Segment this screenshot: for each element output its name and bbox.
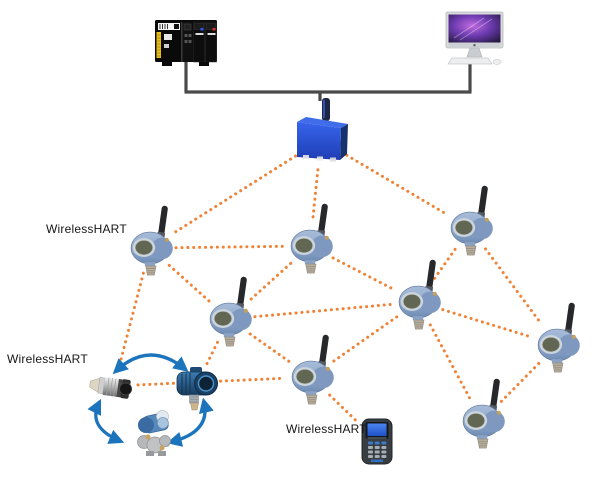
cycle-arrow-right: [166, 397, 214, 447]
cycle-arrow-left: [87, 398, 125, 444]
wirelesshart-label-handheld: WirelessHART: [286, 422, 367, 436]
wireless-adapter-cylinder: [89, 377, 133, 399]
mesh-link-gateway-transmitter-left: [170, 154, 298, 236]
wirelesshart-label-bottom: WirelessHART: [7, 352, 88, 366]
transmitter-left: [130, 204, 174, 276]
mesh-link-transmitter-bottom-middle-handheld-communicator: [328, 393, 357, 422]
wireless-gateway: [297, 98, 348, 162]
handheld-communicator: [361, 418, 393, 465]
mesh-link-transmitter-left-transmitter-mid-left: [167, 263, 212, 304]
mesh-link-transmitter-right-transmitter-bottom-right: [498, 362, 541, 404]
mesh-link-transmitter-top-right-transmitter-right: [484, 247, 543, 326]
cycle-arrow-top: [112, 353, 189, 375]
mesh-link-transmitter-mid-left-transmitter-middle: [253, 302, 394, 319]
transmitter-right: [537, 301, 581, 373]
transmitter-bottom-right: [462, 377, 506, 449]
workstation-computer: [445, 11, 504, 65]
plc-controller: [155, 20, 217, 66]
mesh-link-transmitter-top-middle-transmitter-mid-left: [246, 261, 293, 304]
manifold-transmitter: [137, 410, 171, 456]
mesh-link-gateway-transmitter-top-middle: [311, 168, 320, 222]
mesh-link-transmitter-left-transmitter-top-middle: [174, 244, 286, 250]
mesh-links: [118, 153, 543, 422]
wireless-transmitters: [130, 184, 581, 449]
mesh-link-transmitter-left-thum-adapter: [118, 271, 145, 365]
mesh-link-transmitter-mid-left-field-transmitter: [203, 340, 219, 370]
mesh-link-transmitter-middle-transmitter-bottom-middle: [330, 315, 399, 364]
mesh-link-transmitter-top-middle-transmitter-middle: [331, 256, 397, 292]
transmitter-top-right: [450, 184, 494, 256]
mesh-link-transmitter-top-right-transmitter-middle: [431, 247, 457, 283]
transmitter-top-middle: [290, 202, 334, 274]
mesh-link-thum-adapter-transmitter-bottom-middle: [136, 376, 287, 387]
wirelesshart-label-left: WirelessHART: [46, 222, 127, 236]
mesh-link-transmitter-middle-transmitter-right: [441, 308, 534, 339]
transmitter-mid-left: [209, 275, 253, 347]
transmitter-bottom-middle: [291, 333, 335, 405]
control-network-wire: [184, 59, 472, 101]
field-transmitter-blue: [176, 367, 218, 411]
mesh-link-gateway-transmitter-top-right: [345, 153, 450, 217]
integration-cycle-arrows: [87, 353, 214, 447]
mesh-link-transmitter-middle-transmitter-bottom-right: [428, 323, 472, 400]
mesh-link-transmitter-mid-left-transmitter-bottom-middle: [248, 332, 292, 364]
transmitter-middle: [398, 258, 442, 330]
